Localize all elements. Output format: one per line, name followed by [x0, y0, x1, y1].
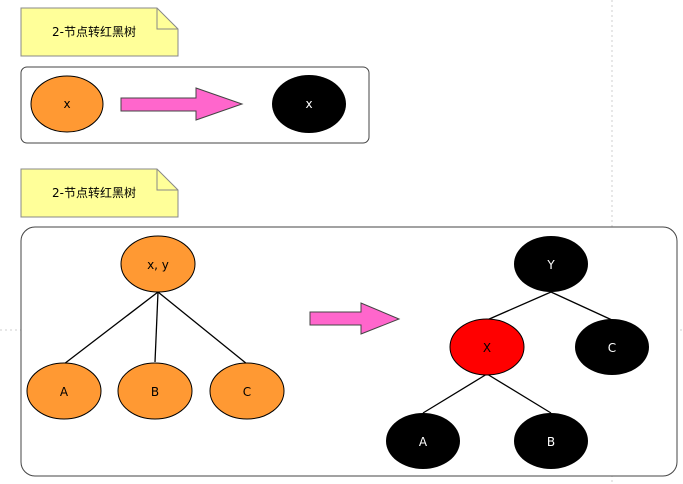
node-top-left-x-label: x — [63, 97, 70, 111]
edge-xy-c — [157, 291, 248, 365]
edge-xy-a — [63, 291, 159, 365]
node-top-right-x — [272, 75, 346, 133]
note-second-label: 2-节点转红黑树 — [52, 185, 136, 200]
note-second-fold — [156, 169, 178, 191]
edge-y-x — [486, 291, 552, 321]
node-two-three-root-label: x, y — [147, 258, 169, 272]
edge-xy-b — [154, 291, 159, 363]
node-left-b-label: B — [151, 385, 159, 399]
node-left-b — [117, 362, 193, 420]
edge-y-c — [550, 291, 613, 321]
node-right-y — [514, 236, 588, 292]
node-left-c-label: C — [243, 385, 251, 399]
node-right-x-label: X — [483, 341, 491, 355]
note-second-shape — [20, 168, 179, 218]
edge-x-b — [486, 373, 552, 414]
arrow-top — [120, 87, 244, 121]
edge-x-a — [422, 373, 488, 414]
note-first-shape — [20, 7, 179, 57]
node-left-c — [209, 362, 285, 420]
node-right-b — [514, 413, 588, 469]
node-left-a — [26, 362, 102, 420]
node-left-a-label: A — [60, 385, 69, 399]
node-right-a-label: A — [419, 435, 428, 449]
node-top-left-x — [30, 75, 104, 133]
node-two-three-root — [120, 235, 196, 293]
node-right-x — [449, 318, 525, 376]
node-right-c-label: C — [608, 341, 616, 355]
node-right-a — [386, 413, 460, 469]
node-right-y-label: Y — [546, 258, 555, 272]
note-first-fold — [156, 8, 178, 30]
arrow-bottom — [309, 302, 401, 335]
note-first: 2-节点转红黑树 — [20, 7, 179, 57]
panel-bottom — [20, 226, 678, 477]
node-right-b-label: B — [547, 435, 555, 449]
node-top-right-x-label: x — [305, 97, 312, 111]
note-first-label: 2-节点转红黑树 — [52, 24, 136, 39]
note-second: 2-节点转红黑树 — [20, 168, 179, 218]
node-right-c — [575, 319, 649, 375]
